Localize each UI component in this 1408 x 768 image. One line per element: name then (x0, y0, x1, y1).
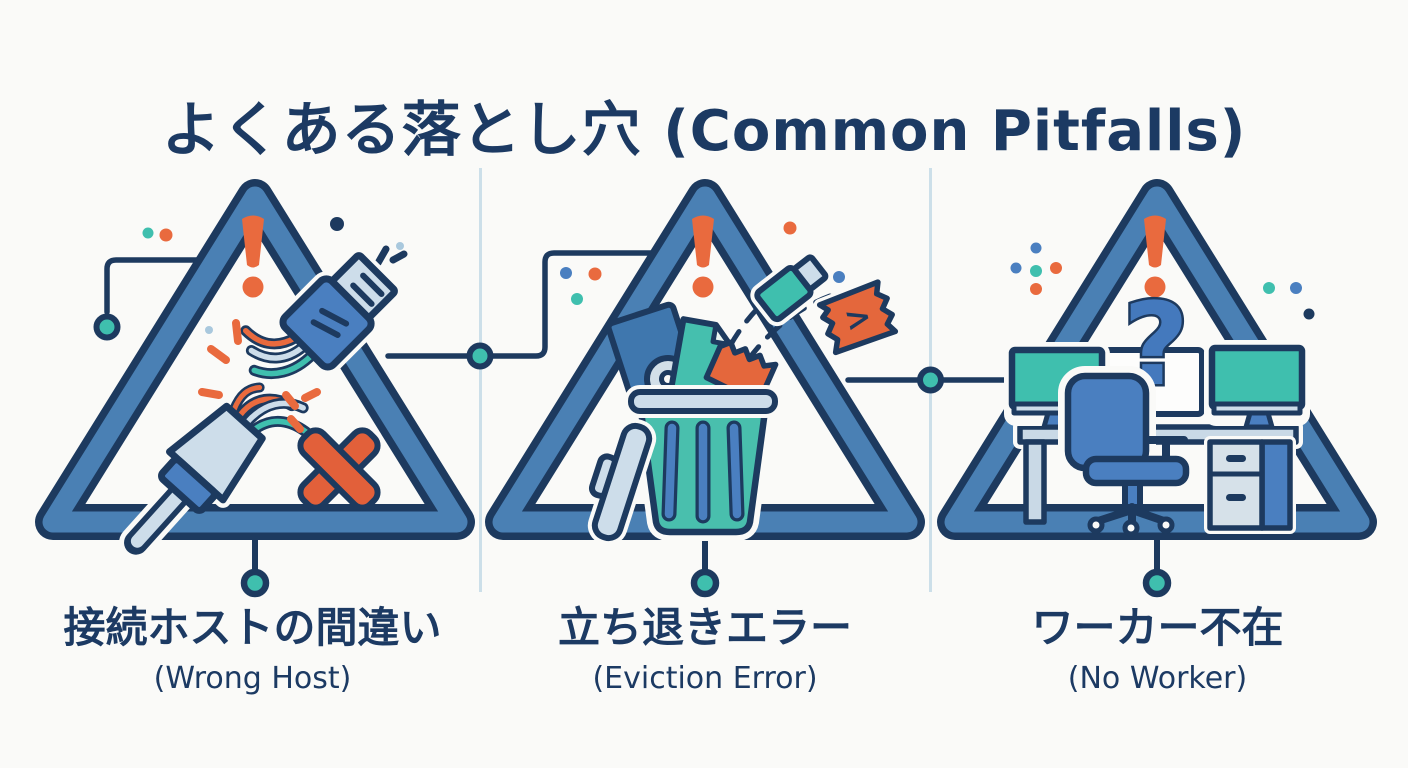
pitfall-label-ja: 立ち退きエラー (557, 603, 852, 652)
connector-node (93, 313, 121, 341)
monitor-right (1204, 340, 1310, 430)
connector-2-3 (845, 366, 1021, 394)
decor-dot (205, 326, 213, 334)
plug-upper (240, 248, 402, 380)
decor-dot (142, 227, 154, 239)
drawer-handle (1226, 455, 1246, 462)
pitfall-label-en: (Wrong Host) (153, 661, 352, 697)
pitfall-label-en: (Eviction Error) (592, 661, 818, 697)
decor-dot (330, 217, 344, 231)
decor-dot (396, 242, 404, 250)
decor-dot (588, 267, 602, 281)
page-title-en: (Common Pitfalls) (663, 98, 1247, 164)
anchor-node (690, 568, 720, 598)
connector-node (917, 366, 944, 394)
empty-desk-icon: ? (1004, 242, 1315, 537)
triangle-anchor-1 (240, 537, 270, 598)
exclamation-icon-2 (692, 215, 714, 298)
desk-leg (1023, 439, 1047, 525)
drawer-unit (1204, 436, 1296, 534)
decor-dot (833, 271, 845, 283)
decor-dot (1263, 282, 1275, 294)
spark-lines-orange (198, 319, 321, 433)
connector-1-2 (385, 250, 663, 370)
triangle-anchor-2 (690, 537, 720, 598)
office-chair (1058, 366, 1195, 537)
exclamation-icon-1 (242, 215, 264, 298)
pitfall-label-en: (No Worker) (1067, 661, 1248, 697)
pitfall-label-wrong-host: 接続ホストの間違い (Wrong Host) (5, 603, 500, 697)
pitfall-label-eviction-error: 立ち退きエラー (Eviction Error) (505, 603, 905, 697)
decor-dot (1050, 262, 1062, 274)
pitfall-label-no-worker: ワーカー不在 (No Worker) (935, 603, 1380, 697)
decor-dot (1030, 283, 1042, 295)
x-mark-icon (297, 427, 381, 511)
decor-dot (1303, 308, 1315, 320)
anchor-node (1142, 568, 1172, 598)
connector-node (466, 342, 494, 370)
trash-can (624, 385, 782, 536)
pitfall-label-ja: 接続ホストの間違い (63, 603, 442, 652)
decor-dot (1290, 282, 1302, 294)
anchor-node (240, 568, 270, 598)
pitfall-label-ja: ワーカー不在 (1031, 603, 1284, 652)
drawer-handle (1226, 494, 1246, 501)
decor-dot (1010, 262, 1022, 274)
decor-dot (560, 267, 572, 279)
decor-dot (783, 221, 797, 235)
trash-lid (587, 418, 657, 546)
decor-dot (1030, 242, 1042, 254)
flying-usb (750, 250, 833, 327)
broken-plug-icon (119, 217, 408, 560)
page-title: よくある落とし穴 (Common Pitfalls) (0, 82, 1408, 167)
decor-dot (159, 228, 173, 242)
plug-lower (119, 382, 312, 560)
connector-left (93, 257, 213, 341)
decor-dot (571, 293, 583, 305)
page-title-ja: よくある落とし穴 (161, 94, 642, 164)
flying-ticket: > (813, 276, 902, 359)
decor-dot (1030, 265, 1042, 277)
trash-eviction-icon: > (560, 221, 902, 546)
triangle-anchor-3 (1142, 537, 1172, 598)
